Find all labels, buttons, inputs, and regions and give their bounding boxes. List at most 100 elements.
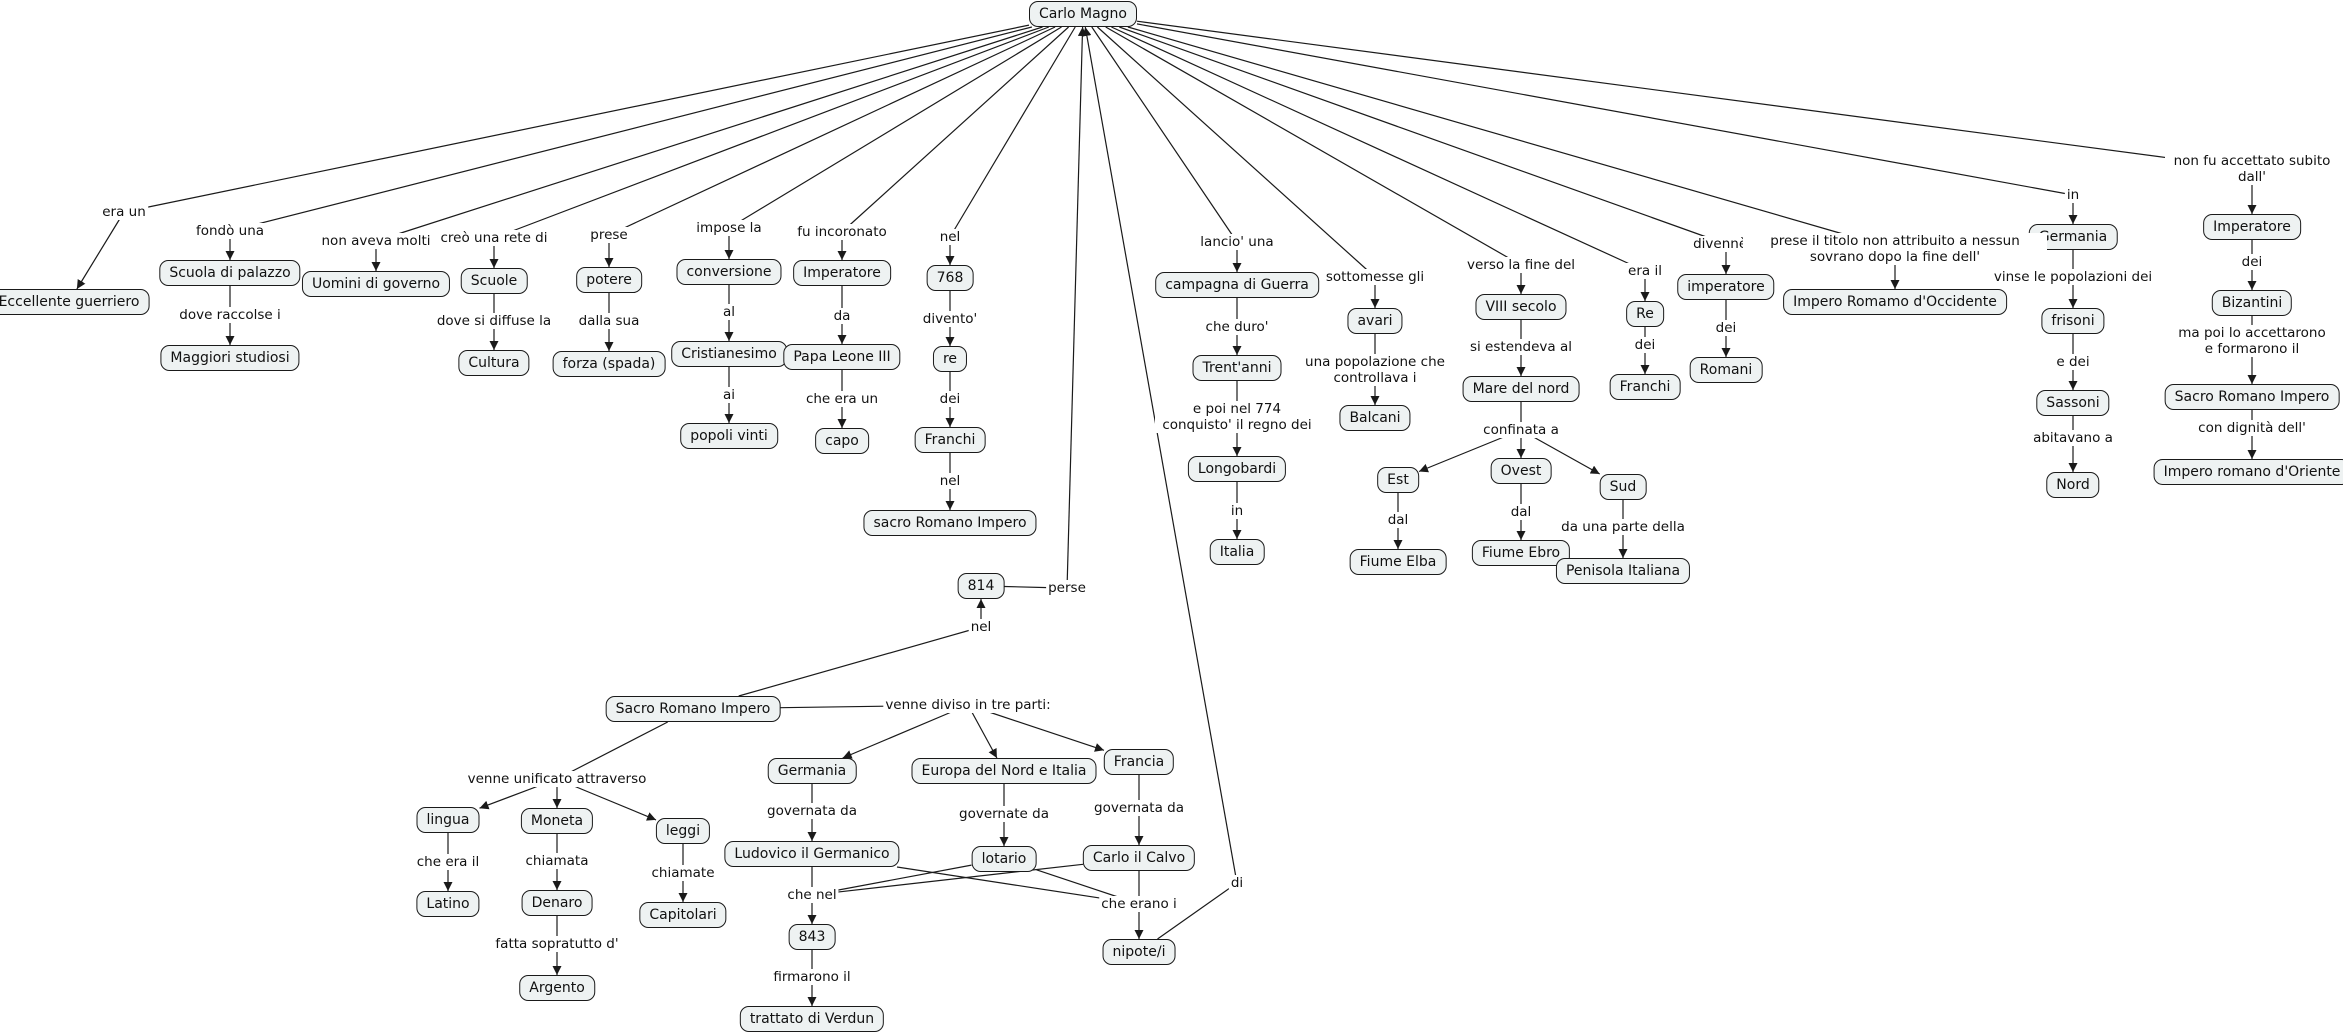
link-label-prese: prese bbox=[588, 227, 630, 243]
concept-n843: 843 bbox=[788, 924, 836, 950]
concept-franchi2: Franchi bbox=[1609, 374, 1681, 400]
link-label-governata2: governata da bbox=[1092, 800, 1186, 816]
link-label-che-era-il: che era il bbox=[414, 854, 482, 870]
concept-latino: Latino bbox=[416, 891, 480, 917]
connector-carlo-to-era-il bbox=[1111, 26, 1633, 266]
concept-est: Est bbox=[1377, 467, 1419, 493]
link-label-e-dei: e dei bbox=[2054, 354, 2092, 370]
link-label-governate: governate da bbox=[957, 806, 1051, 822]
link-label-creo: creò una rete di bbox=[438, 230, 550, 246]
link-label-dal1: dal bbox=[1385, 512, 1411, 528]
connector-carlo-to-era-un bbox=[145, 24, 1030, 209]
link-label-nel2: nel bbox=[937, 473, 963, 489]
concept-sacro-rom1: sacro Romano Impero bbox=[863, 510, 1037, 536]
link-label-dove-raccolse: dove raccolse i bbox=[177, 307, 283, 323]
link-label-impose: impose la bbox=[694, 220, 764, 236]
link-label-nel3: nel bbox=[968, 619, 994, 635]
link-label-non-aveva: non aveva molti bbox=[319, 233, 433, 249]
concept-denaro: Denaro bbox=[521, 890, 593, 916]
connector-confinata-to-sud bbox=[1531, 435, 1600, 475]
concept-romani: Romani bbox=[1689, 357, 1763, 383]
connector-carlo-calvo-to-che-nel bbox=[836, 863, 1084, 893]
concept-imperatore2: Imperatore bbox=[2203, 214, 2301, 240]
link-label-venne-unificato: venne unificato attraverso bbox=[465, 771, 649, 787]
connector-carlo-to-non-aveva bbox=[394, 26, 1043, 236]
concept-francia: Francia bbox=[1103, 749, 1175, 775]
concept-longobardi: Longobardi bbox=[1187, 456, 1287, 482]
link-label-prese-titolo: prese il titolo non attribuito a nessun … bbox=[1743, 233, 2047, 265]
concept-sacro-rom3: Sacro Romano Impero bbox=[605, 696, 781, 722]
concept-ludovico: Ludovico il Germanico bbox=[724, 841, 900, 867]
link-label-che-era-un: che era un bbox=[803, 391, 881, 407]
concept-campagna: campagna di Guerra bbox=[1155, 272, 1319, 298]
link-label-fatta: fatta sopratutto d' bbox=[493, 936, 621, 952]
link-label-una-popolazione: una popolazione che controllava i bbox=[1303, 354, 1447, 386]
connector-sacro-rom3-to-nel3 bbox=[738, 629, 971, 697]
concept-eccellente: Eccellente guerriero bbox=[0, 289, 150, 315]
concept-uomini: Uomini di governo bbox=[301, 271, 451, 297]
concept-ovest: Ovest bbox=[1490, 458, 1552, 484]
concept-cristianesimo: Cristianesimo bbox=[671, 341, 787, 367]
concept-viii: VIII secolo bbox=[1475, 294, 1567, 320]
concept-elba: Fiume Elba bbox=[1349, 549, 1447, 575]
concept-ebro: Fiume Ebro bbox=[1471, 540, 1571, 566]
concept-re2: Re bbox=[1626, 301, 1664, 327]
link-label-in1: in bbox=[2064, 187, 2082, 203]
connector-confinata-to-est bbox=[1418, 435, 1507, 473]
concept-franchi1: Franchi bbox=[914, 427, 986, 453]
concept-imperatore-lc: imperatore bbox=[1677, 274, 1775, 300]
link-label-governata1: governata da bbox=[765, 803, 859, 819]
concept-n768: 768 bbox=[926, 265, 974, 291]
link-label-da: da bbox=[831, 308, 853, 324]
connector-carlo-to-prese-titolo bbox=[1127, 26, 1847, 236]
concept-carlo-calvo: Carlo il Calvo bbox=[1082, 845, 1196, 871]
concept-sacro-rom2: Sacro Romano Impero bbox=[2164, 384, 2340, 410]
connector-di-to-carlo bbox=[1082, 26, 1237, 878]
connector-perse-to-carlo bbox=[1066, 26, 1087, 583]
connector-sacro-rom3-to-venne-unificato bbox=[568, 721, 668, 774]
connector-carlo-to-sottomesse bbox=[1096, 26, 1369, 272]
concept-europa: Europa del Nord e Italia bbox=[911, 758, 1097, 784]
connector-venne-unificato-to-leggi bbox=[571, 784, 657, 821]
concept-trentanni: Trent'anni bbox=[1192, 355, 1282, 381]
concept-verdun: trattato di Verdun bbox=[739, 1006, 885, 1032]
connector-venne-diviso-to-germania2 bbox=[842, 710, 955, 759]
link-label-con-dignita: con dignità dell' bbox=[2196, 420, 2308, 436]
connector-carlo-to-incoronato bbox=[848, 26, 1070, 227]
connector-sacro-rom3-to-venne-diviso bbox=[780, 705, 886, 709]
link-label-dei3: dei bbox=[1713, 320, 1739, 336]
connector-n814-to-perse bbox=[1004, 585, 1049, 589]
concept-penisola: Penisola Italiana bbox=[1555, 558, 1691, 584]
link-label-dove-diffuse: dove si diffuse la bbox=[434, 313, 554, 329]
concept-capitolari: Capitolari bbox=[639, 902, 727, 928]
connector-carlo-to-nel1 bbox=[953, 26, 1076, 232]
connector-carlo-to-in1 bbox=[1136, 23, 2068, 195]
link-label-fondo: fondò una bbox=[193, 223, 267, 239]
concept-potere: potere bbox=[576, 267, 642, 293]
concept-nipoti: nipote/i bbox=[1102, 939, 1176, 965]
concept-n814: 814 bbox=[957, 573, 1005, 599]
link-label-e-poi: e poi nel 774 conquisto' il regno dei bbox=[1155, 401, 1319, 433]
link-label-vinse: vinse le popolazioni dei bbox=[1991, 269, 2155, 285]
connector-lotario-to-che-erano bbox=[1036, 869, 1122, 899]
connector-ludovico-to-che-erano bbox=[896, 866, 1102, 899]
concept-scuole: Scuole bbox=[460, 268, 528, 294]
link-label-confinata: confinata a bbox=[1481, 422, 1561, 438]
connector-carlo-to-impose bbox=[738, 26, 1062, 223]
concept-conversione: conversione bbox=[676, 259, 782, 285]
link-label-dei2: dei bbox=[1632, 337, 1658, 353]
concept-forza: forza (spada) bbox=[552, 351, 666, 377]
link-label-nel1: nel bbox=[937, 229, 963, 245]
link-label-era-il: era il bbox=[1626, 263, 1664, 279]
link-label-era-un: era un bbox=[100, 204, 148, 220]
connector-carlo-to-prese bbox=[621, 26, 1056, 230]
connector-carlo-to-non-fu bbox=[1136, 20, 2168, 159]
link-label-sottomesse: sottomesse gli bbox=[1323, 269, 1427, 285]
connector-nipoti-to-di bbox=[1157, 886, 1232, 940]
link-label-verso: verso la fine del bbox=[1464, 257, 1578, 273]
concept-lingua: lingua bbox=[416, 807, 480, 833]
link-label-perse: perse bbox=[1046, 580, 1088, 596]
concept-sud: Sud bbox=[1599, 474, 1647, 500]
connector-lotario-to-che-nel bbox=[836, 864, 972, 891]
concept-italia: Italia bbox=[1209, 539, 1265, 565]
